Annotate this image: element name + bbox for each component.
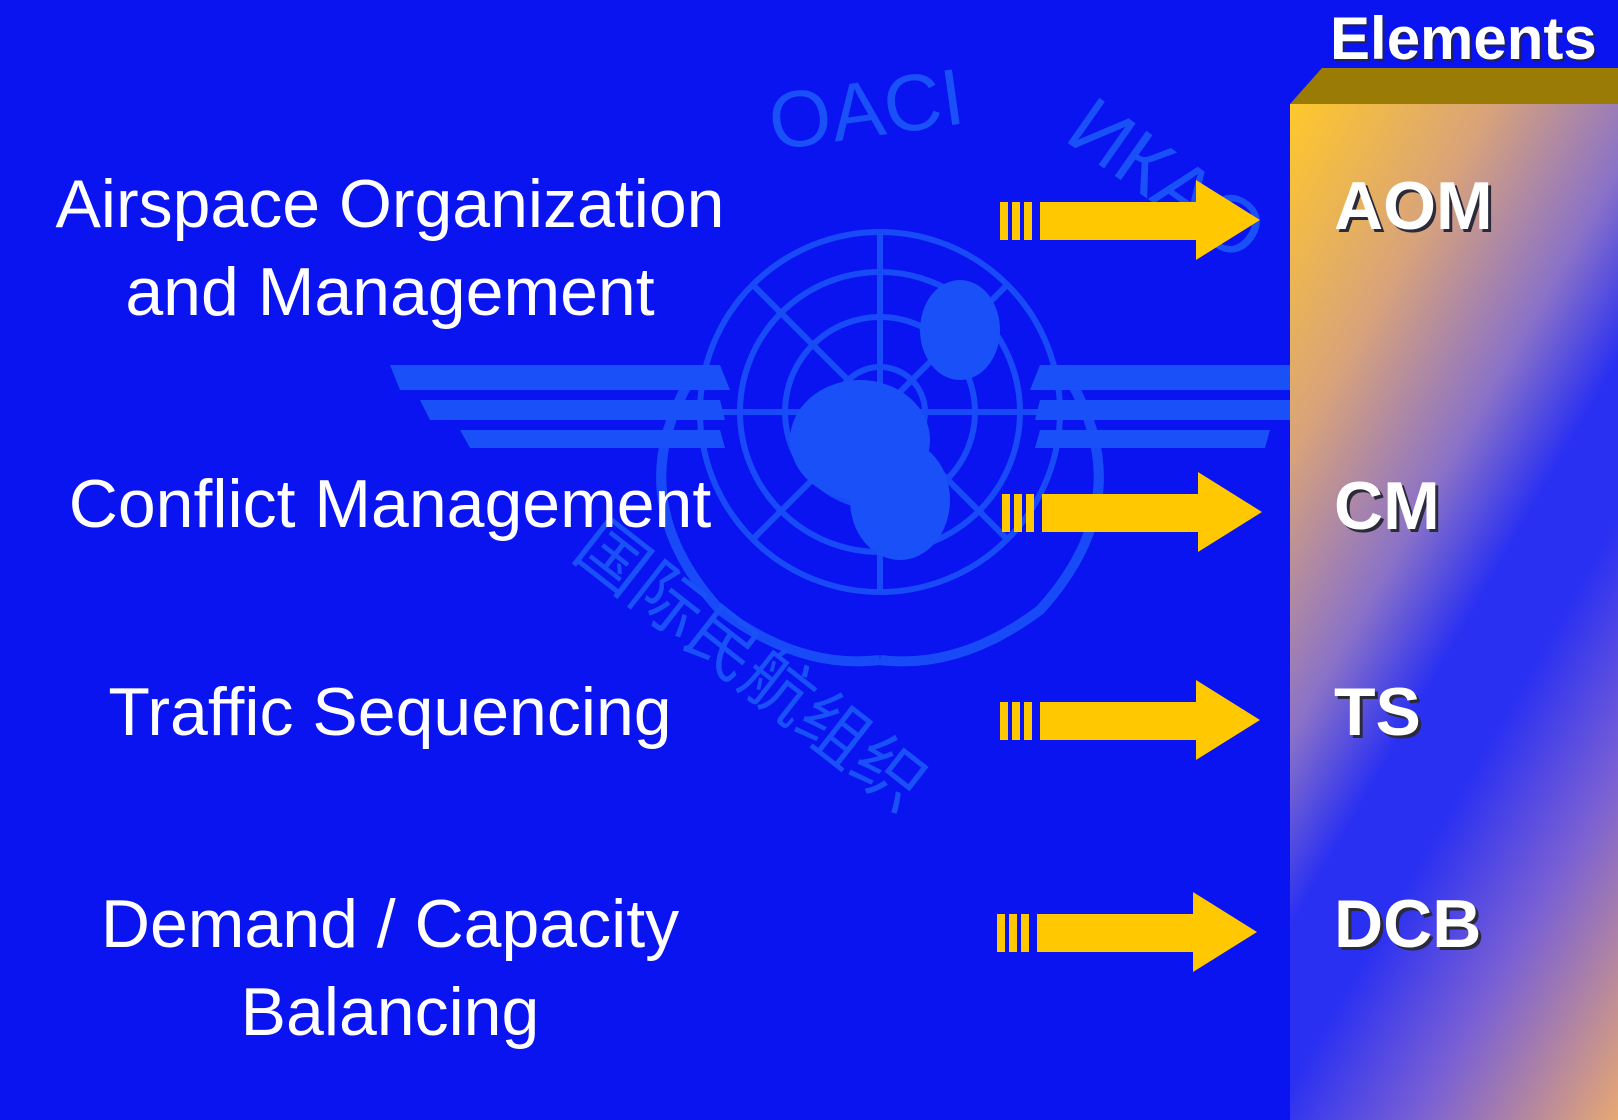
arrow-cm [1002,472,1262,552]
column-title: Elements [1330,5,1597,72]
column-top-bevel [1290,68,1618,104]
item-label-ts: Traffic Sequencing [108,674,672,750]
elements-column [1290,104,1618,1120]
elements-column-top [1290,68,1618,104]
code-ts: TS [1334,674,1421,750]
item-label-cm: Conflict Management [68,466,712,542]
arrow-dcb [997,892,1257,972]
item-label-aom: Airspace Organization and Management [55,166,725,330]
arrow-ts [1000,680,1260,760]
code-aom: AOM [1334,168,1493,244]
watermark-text-oaci: OACI [763,52,969,167]
item-label-dcb: Demand / Capacity Balancing [100,886,680,1050]
code-cm: CM [1334,468,1440,544]
code-dcb: DCB [1334,886,1482,962]
arrow-aom [1000,180,1260,260]
